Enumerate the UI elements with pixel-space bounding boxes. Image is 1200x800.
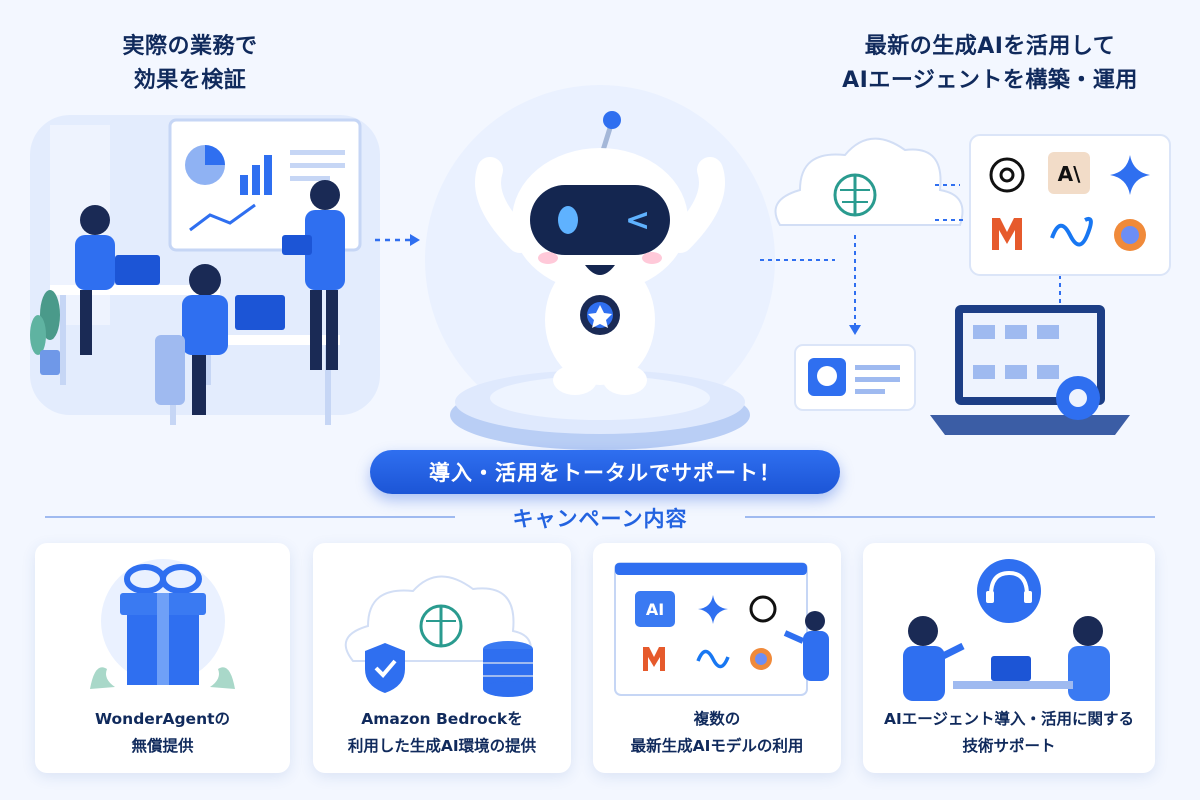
brain-cloud-icon xyxy=(774,137,964,226)
campaign-card-tech-support: AIエージェント導入・活用に関する 技術サポート xyxy=(863,543,1155,773)
card-3-line1: 複数の xyxy=(693,710,741,728)
cloud-database-icon xyxy=(344,575,533,697)
person-man-laptop-icon xyxy=(155,264,285,415)
svg-text:<: < xyxy=(625,203,650,238)
right-heading-line2: AIエージェントを構築・運用 xyxy=(842,68,1138,93)
person-man-consultant-icon xyxy=(903,616,965,701)
campaign-card-free-agent: WonderAgentの 無償提供 xyxy=(35,543,290,773)
campaign-card-bedrock: Amazon Bedrockを 利用した生成AI環境の提供 xyxy=(313,543,571,773)
laptop-workflow-icon xyxy=(930,305,1130,435)
section-divider-left xyxy=(45,516,455,518)
left-heading-line1: 実際の業務で xyxy=(122,34,258,59)
ollama-logo-icon xyxy=(1114,219,1146,251)
person-woman-laptop-icon xyxy=(75,205,160,355)
left-heading: 実際の業務で 効果を検証 xyxy=(60,30,320,98)
robot-mascot-illustration: < xyxy=(425,85,775,450)
database-icon xyxy=(483,641,533,697)
card-4-line1: AIエージェント導入・活用に関する xyxy=(884,710,1134,728)
person-pointing-icon xyxy=(783,611,829,681)
card-3-line2: 最新生成AIモデルの利用 xyxy=(630,737,804,755)
right-heading-line1: 最新の生成AIを活用して xyxy=(864,34,1116,59)
campaign-card-models: AI 複数の 最新生成AIモデルの利用 xyxy=(593,543,841,773)
mistral-logo-icon xyxy=(992,218,1022,250)
card-1-line1: WonderAgentの xyxy=(94,710,231,728)
section-divider-right xyxy=(745,516,1155,518)
model-grid-icon: AI xyxy=(614,562,829,696)
anthropic-logo-text: A\ xyxy=(1058,162,1081,186)
ai-platform-illustration: A\ xyxy=(760,134,1171,435)
person-presenter-icon xyxy=(282,180,345,370)
support-banner: 導入・活用をトータルでサポート！ xyxy=(370,450,840,494)
campaign-section-title: キャンペーン内容 xyxy=(512,507,688,531)
support-headset-icon xyxy=(903,559,1110,701)
right-heading: 最新の生成AIを活用して AIエージェントを構築・運用 xyxy=(810,30,1170,98)
shield-check-icon xyxy=(365,643,405,693)
chatbot-card-icon xyxy=(794,344,916,411)
card-2-line1: Amazon Bedrockを xyxy=(361,710,523,728)
gemini-logo-icon xyxy=(1110,155,1150,195)
openai-logo-icon xyxy=(989,157,1025,193)
card-1-line2: 無償提供 xyxy=(131,737,194,755)
office-scene-illustration xyxy=(30,115,420,425)
gift-box-icon xyxy=(90,559,235,689)
card-2-line2: 利用した生成AI環境の提供 xyxy=(347,737,537,755)
plant-icon xyxy=(30,290,60,375)
ai-model-logo-text: AI xyxy=(646,600,664,619)
meta-logo-icon xyxy=(1050,216,1093,247)
left-heading-line2: 効果を検証 xyxy=(133,68,247,93)
person-woman-client-icon xyxy=(1068,616,1110,701)
anthropic-logo-icon: A\ xyxy=(1048,152,1090,194)
card-4-line2: 技術サポート xyxy=(962,737,1056,755)
